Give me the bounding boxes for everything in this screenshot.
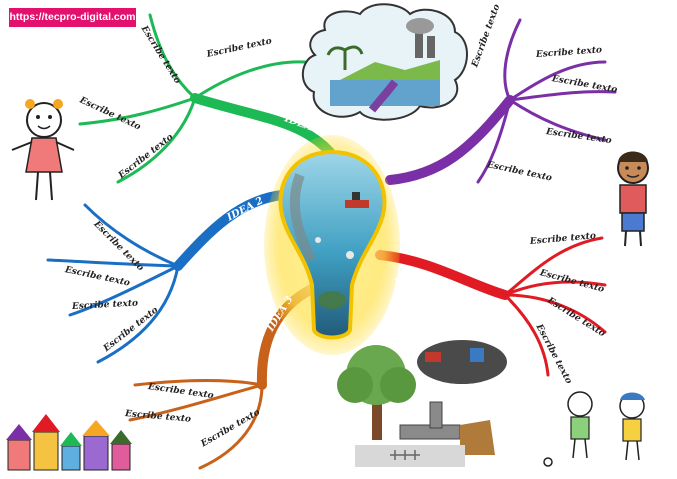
kids-illustration [543,391,645,467]
pollution-coast-illustration [301,3,468,121]
website-url-badge[interactable]: https://tecpro-digital.com [9,8,136,27]
boy-illustration [617,151,649,247]
houses-illustration [6,414,132,471]
branch-idea-2 [46,190,287,364]
central-bulb-image [264,135,400,355]
pollution-scene-illustration [337,340,507,467]
branch-idea-5 [385,18,617,185]
girl-illustration [11,99,75,201]
